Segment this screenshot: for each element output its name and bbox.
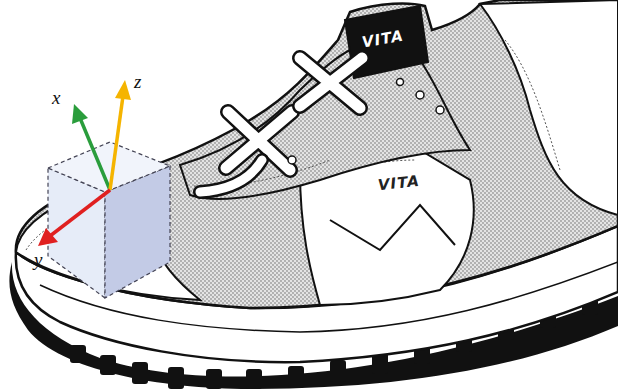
axis-label: x	[52, 88, 60, 107]
axis-label: z	[134, 72, 141, 91]
axis-label: y	[34, 250, 42, 269]
brand-logo: VITA	[377, 174, 420, 193]
